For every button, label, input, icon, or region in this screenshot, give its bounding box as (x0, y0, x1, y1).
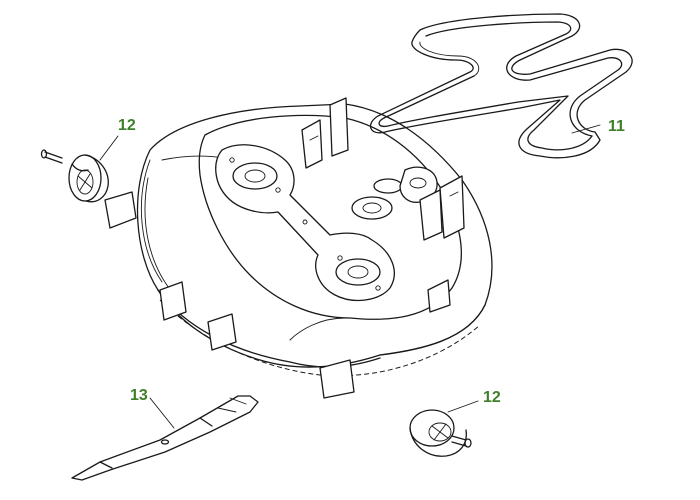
callout-12-wheel-top: 12 (118, 117, 136, 134)
spindle-plate (215, 144, 395, 302)
callout-12-wheel-bottom: 12 (483, 389, 501, 406)
callout-11-belt: 11 (608, 118, 625, 135)
mower-blade (71, 395, 259, 481)
deck-brackets (301, 97, 465, 241)
deck-wheel-bottom-right (409, 409, 472, 457)
wheel-brackets (104, 191, 451, 399)
callout-13-blade: 13 (130, 387, 148, 404)
deck-wheel-top-left (40, 149, 109, 203)
drive-belt (369, 13, 633, 159)
leader-lines (99, 124, 601, 429)
